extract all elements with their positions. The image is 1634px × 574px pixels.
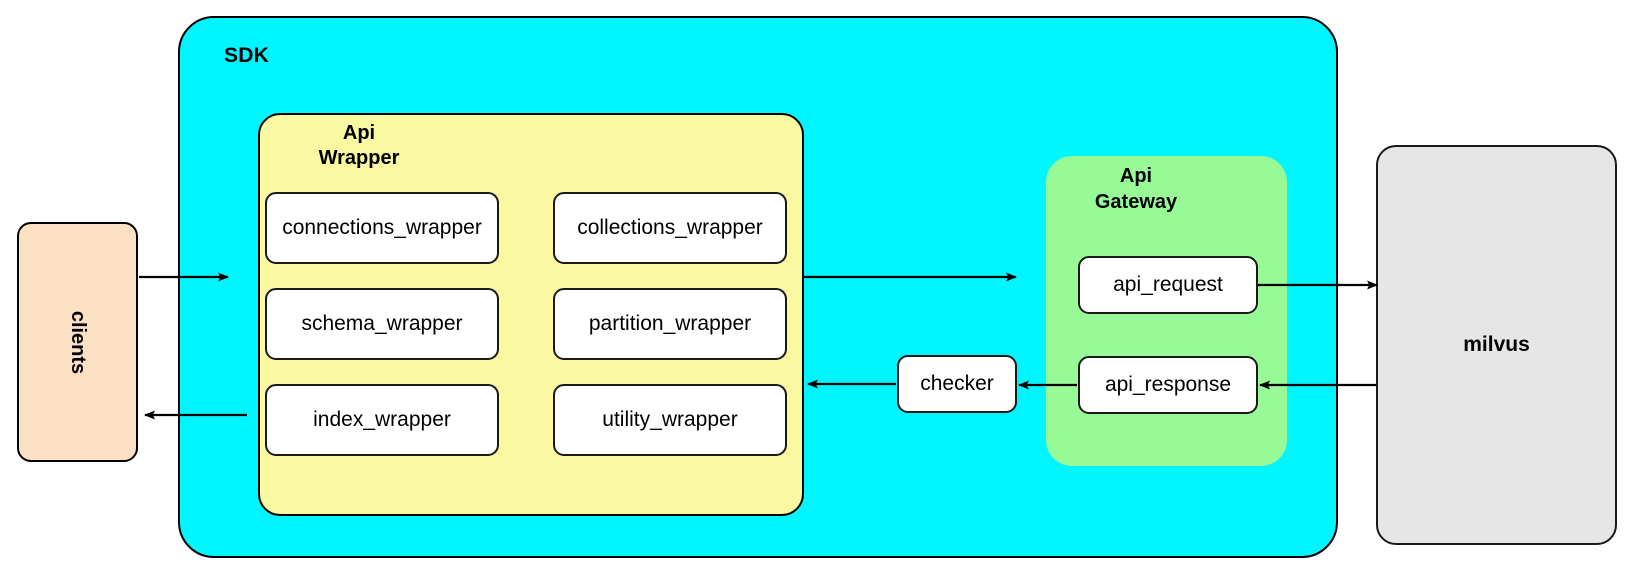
- clients-label: clients: [19, 224, 136, 460]
- node-collections-wrapper[interactable]: collections_wrapper: [553, 192, 787, 264]
- sdk-label: SDK: [224, 44, 269, 67]
- clients-label-text: clients: [66, 310, 89, 374]
- api-wrapper-label: Api Wrapper: [264, 121, 454, 171]
- api-gateway-label: Api Gateway: [1046, 163, 1226, 215]
- api-gateway-label-line1: Api: [1119, 165, 1153, 187]
- node-partition-wrapper[interactable]: partition_wrapper: [553, 288, 787, 360]
- node-utility-wrapper[interactable]: utility_wrapper: [553, 384, 787, 456]
- node-api-response[interactable]: api_response: [1078, 356, 1258, 414]
- node-clients[interactable]: clients: [17, 222, 138, 462]
- node-index-wrapper[interactable]: index_wrapper: [265, 384, 499, 456]
- node-milvus[interactable]: milvus: [1376, 145, 1617, 545]
- node-api-request[interactable]: api_request: [1078, 256, 1258, 314]
- api-gateway-label-line2: Gateway: [1094, 191, 1178, 213]
- api-wrapper-label-line2: Wrapper: [318, 147, 400, 169]
- node-connections-wrapper[interactable]: connections_wrapper: [265, 192, 499, 264]
- node-schema-wrapper[interactable]: schema_wrapper: [265, 288, 499, 360]
- api-wrapper-label-line1: Api: [342, 122, 376, 144]
- node-checker[interactable]: checker: [897, 355, 1017, 413]
